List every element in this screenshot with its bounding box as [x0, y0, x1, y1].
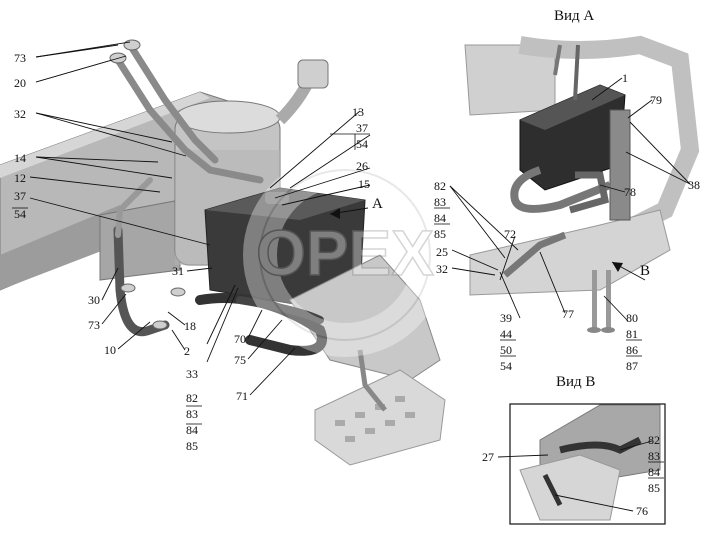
label-83-b: 83: [434, 195, 446, 209]
label-82-c: 82: [648, 433, 660, 447]
arrow-a-label: А: [372, 196, 383, 212]
view-a-graphics: [464, 35, 700, 333]
label-84-b: 84: [434, 211, 446, 225]
arrow-b-label: В: [640, 263, 650, 279]
label-37: 37: [14, 189, 26, 203]
view-b-frame: [509, 403, 666, 525]
label-83: 83: [186, 407, 198, 421]
label-1: 1: [622, 71, 628, 85]
label-12: 12: [14, 171, 26, 185]
label-78: 78: [624, 185, 636, 199]
label-31: 31: [172, 264, 184, 278]
watermark-logo: OPEX: [243, 153, 447, 357]
watermark-text: OPEX: [256, 217, 434, 289]
label-76: 76: [636, 504, 648, 518]
label-80: 80: [626, 311, 638, 325]
label-85-b: 85: [434, 227, 446, 241]
label-77: 77: [562, 307, 574, 321]
label-54-c: 54: [500, 359, 512, 373]
label-73-b: 73: [88, 318, 100, 332]
label-37-b: 37: [356, 121, 368, 135]
label-33: 33: [186, 367, 198, 381]
step-bracket: [289, 254, 446, 466]
label-18: 18: [184, 319, 196, 333]
reservoir-cup: [275, 59, 329, 125]
leader-lines: [29, 41, 691, 512]
label-20: 20: [14, 76, 26, 90]
label-30: 30: [88, 293, 100, 307]
view-a-title: Вид А: [554, 8, 594, 24]
label-54: 54: [14, 207, 26, 221]
label-39: 39: [500, 311, 512, 325]
label-underlines: [12, 133, 664, 479]
view-b-title: Вид В: [556, 374, 595, 390]
label-83-c: 83: [648, 449, 660, 463]
label-82: 82: [186, 391, 198, 405]
label-10: 10: [104, 343, 116, 357]
label-71: 71: [236, 389, 248, 403]
label-27: 27: [482, 450, 494, 464]
label-26: 26: [356, 159, 368, 173]
label-85-c: 85: [648, 481, 660, 495]
view-arrows: А В: [329, 196, 650, 281]
label-84-c: 84: [648, 465, 660, 479]
label-75: 75: [234, 353, 246, 367]
label-14: 14: [14, 151, 26, 165]
label-87: 87: [626, 359, 638, 373]
label-15: 15: [358, 177, 370, 191]
label-50: 50: [500, 343, 512, 357]
label-79: 79: [650, 93, 662, 107]
label-70: 70: [234, 332, 246, 346]
label-73: 73: [14, 51, 26, 65]
label-72: 72: [504, 227, 516, 241]
label-84: 84: [186, 423, 198, 437]
label-38: 38: [688, 178, 700, 192]
label-32: 32: [14, 107, 26, 121]
label-82-b: 82: [434, 179, 446, 193]
part-labels: 73 20 32 14 12 37 54 13 37 54 26 15 31 3…: [14, 51, 700, 518]
label-86: 86: [626, 343, 638, 357]
label-81: 81: [626, 327, 638, 341]
label-32-b: 32: [436, 262, 448, 276]
label-13: 13: [352, 105, 364, 119]
label-54-b: 54: [356, 137, 368, 151]
label-85: 85: [186, 439, 198, 453]
hoses: [113, 44, 327, 356]
label-44: 44: [500, 327, 512, 341]
label-25: 25: [436, 245, 448, 259]
label-2: 2: [184, 344, 190, 358]
